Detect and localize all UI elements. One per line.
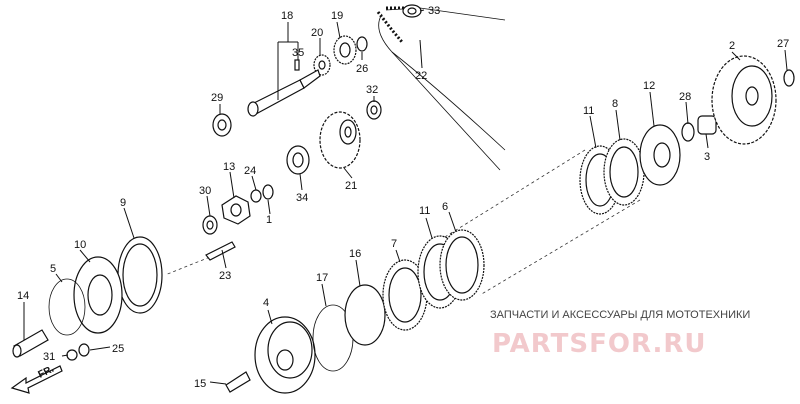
callout-label: 5	[50, 263, 56, 275]
leader-lines	[23, 9, 788, 385]
clutch-outer-2	[711, 55, 777, 145]
gear-21	[319, 111, 361, 169]
callout-label: 8	[612, 98, 618, 110]
callout-label: 23	[219, 270, 231, 282]
bearing-29	[212, 113, 232, 137]
callout-label: 15	[194, 378, 206, 390]
callout-label: 32	[366, 84, 378, 96]
watermark-caption: ЗАПЧАСТИ И АКСЕССУАРЫ ДЛЯ МОТОТЕХНИКИ	[490, 309, 750, 321]
spring-15	[225, 371, 251, 393]
shaft-18	[247, 69, 321, 117]
pressure-plate-10	[73, 256, 123, 334]
callout-numbers: 1 2 3 4 5 6 7 8 9 10 11 11 12 13 14 15 1…	[17, 5, 789, 390]
cam-chain	[376, 6, 506, 171]
callout-label: 34	[296, 192, 308, 204]
bearing-33	[402, 4, 422, 18]
callout-label: 16	[349, 248, 361, 260]
plate-stack-6	[439, 229, 485, 301]
callout-label: 1	[266, 214, 272, 226]
callout-label: 18	[281, 10, 293, 22]
nut-24	[250, 189, 262, 203]
callout-label: 12	[643, 80, 655, 92]
callout-label: 19	[331, 10, 343, 22]
pin-35	[294, 59, 300, 71]
washer-26	[356, 36, 368, 52]
plate-9	[117, 236, 163, 314]
callout-label: 28	[679, 91, 691, 103]
callout-label: 22	[415, 70, 427, 82]
gear-19	[333, 35, 357, 65]
bushing-3	[697, 115, 717, 135]
plate-12	[639, 124, 681, 186]
callout-label: 24	[244, 165, 256, 177]
washer-27	[783, 69, 795, 87]
direction-label: FR.	[36, 364, 55, 381]
callout-label: 7	[391, 238, 397, 250]
callout-label: 11	[419, 205, 430, 217]
plate-8	[603, 138, 645, 206]
callout-label: 10	[74, 239, 86, 251]
snap-ring-5	[48, 278, 86, 336]
callout-label: 27	[777, 38, 789, 50]
callout-label: 4	[263, 297, 269, 309]
callout-label: 11	[583, 105, 594, 117]
washer-28	[681, 122, 695, 142]
callout-label: 3	[704, 151, 710, 163]
callout-label: 14	[17, 290, 29, 302]
bearing-34	[286, 145, 310, 175]
friction-disk-7	[382, 259, 428, 331]
watermark: ЗАПЧАСТИ И АКСЕССУАРЫ ДЛЯ МОТОТЕХНИКИ PA…	[490, 309, 750, 359]
callout-label: 21	[345, 180, 357, 192]
arrow-icon	[10, 365, 63, 394]
callout-label: 33	[428, 5, 440, 17]
alignment-guides	[164, 149, 641, 296]
washer-1	[262, 184, 274, 200]
callout-label: 13	[223, 161, 235, 173]
lifter-rod-14	[12, 329, 49, 358]
bearing-32	[366, 100, 382, 120]
callout-label: 35	[292, 47, 304, 59]
washer-25	[78, 343, 90, 357]
nut-31	[66, 349, 78, 361]
callout-label: 20	[311, 27, 323, 39]
callout-label: 2	[729, 40, 735, 52]
callout-label: 31	[43, 351, 55, 363]
callout-label: 25	[112, 343, 124, 355]
callout-label: 9	[120, 197, 126, 209]
front-direction-arrow: FR.	[10, 364, 63, 394]
callout-label: 30	[199, 185, 211, 197]
bearing-30	[202, 215, 218, 235]
watermark-brand: PARTSFOR.RU	[492, 329, 706, 359]
callout-label: 26	[356, 63, 368, 75]
seat-16	[344, 284, 386, 346]
callout-label: 17	[316, 272, 328, 284]
rotor-13	[221, 195, 251, 225]
callout-label: 29	[211, 92, 223, 104]
bolt-23	[205, 241, 236, 261]
clutch-center-4	[254, 316, 316, 394]
callout-label: 6	[442, 201, 448, 213]
